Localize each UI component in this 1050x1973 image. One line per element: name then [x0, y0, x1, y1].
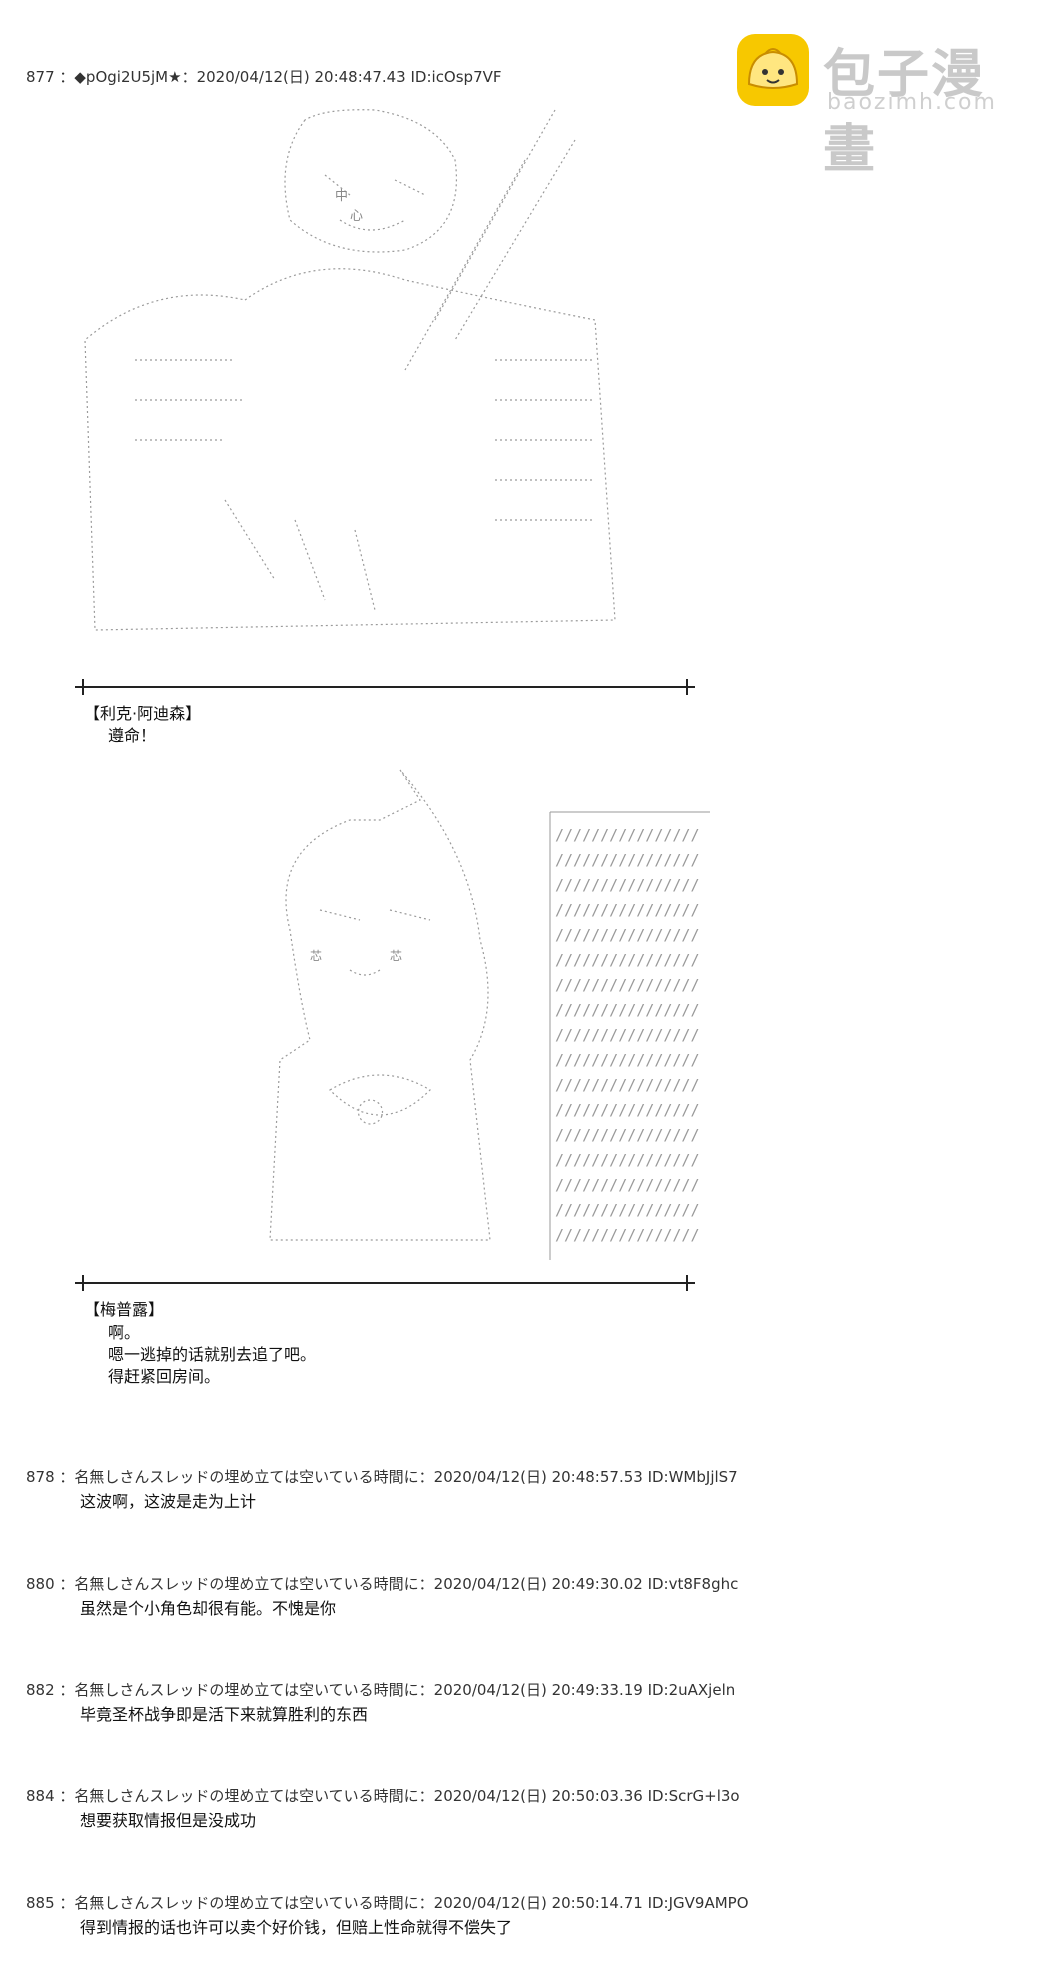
divider-end-cross	[679, 679, 695, 695]
comment-body: 这波啊，这波是走为上计	[80, 1492, 257, 1511]
watermark-url: baozimh.com	[827, 90, 997, 115]
svg-text:心: 心	[350, 209, 363, 224]
dialogue-line: 遵命！	[108, 726, 157, 745]
ascii-art-soldier: 中心	[84, 109, 616, 631]
comment-header: 878 ：名無しさんスレッドの埋め立ては空いている時間に：2020/04/12(…	[26, 1468, 738, 1486]
svg-text:////////////////: ////////////////	[555, 1226, 700, 1244]
divider-end-cross	[679, 1275, 695, 1291]
svg-text:////////////////: ////////////////	[555, 901, 700, 919]
speaker-name: 【利克·阿迪森】	[84, 704, 202, 723]
svg-text:////////////////: ////////////////	[555, 826, 700, 844]
svg-text:////////////////: ////////////////	[555, 1026, 700, 1044]
divider-line	[75, 1282, 695, 1284]
svg-text:////////////////: ////////////////	[555, 1201, 700, 1219]
dialogue-line: 啊。	[108, 1323, 141, 1342]
comment-header: 885 ：名無しさんスレッドの埋め立ては空いている時間に：2020/04/12(…	[26, 1894, 749, 1912]
svg-text:////////////////: ////////////////	[555, 951, 700, 969]
comment-header: 880 ：名無しさんスレッドの埋め立ては空いている時間に：2020/04/12(…	[26, 1575, 739, 1593]
comment-header: 884 ：名無しさんスレッドの埋め立ては空いている時間に：2020/04/12(…	[26, 1787, 740, 1805]
timeline-divider	[75, 679, 695, 695]
comment-body: 想要获取情报但是没成功	[80, 1811, 257, 1830]
svg-text:////////////////: ////////////////	[555, 1076, 700, 1094]
divider-line	[75, 686, 695, 688]
svg-text:////////////////: ////////////////	[555, 1151, 700, 1169]
svg-text:////////////////: ////////////////	[555, 1001, 700, 1019]
divider-start-cross	[75, 1275, 91, 1291]
dialogue-line: 得赶紧回房间。	[108, 1367, 221, 1386]
ascii-art-girl: 芯 芯 //////////////// //////////////// ///…	[269, 769, 710, 1260]
comment-body: 毕竟圣杯战争即是活下来就算胜利的东西	[80, 1705, 369, 1724]
svg-text:////////////////: ////////////////	[555, 1176, 700, 1194]
comment-header: 882 ：名無しさんスレッドの埋め立ては空いている時間に：2020/04/12(…	[26, 1681, 736, 1699]
svg-text:////////////////: ////////////////	[555, 1126, 700, 1144]
post-header: 877 ：◆pOgi2U5jM★：2020/04/12(日) 20:48:47.…	[26, 68, 502, 86]
bun-mascot-icon	[737, 34, 809, 106]
dialogue-line: 嗯一逃掉的话就别去追了吧。	[108, 1345, 317, 1364]
svg-text:////////////////: ////////////////	[555, 926, 700, 944]
svg-text:////////////////: ////////////////	[555, 851, 700, 869]
comment-body: 得到情报的话也许可以卖个好价钱，但赔上性命就得不偿失了	[80, 1918, 513, 1937]
watermark-name: 包子漫畫	[823, 45, 986, 180]
svg-text:中: 中	[335, 189, 348, 204]
svg-text:////////////////: ////////////////	[555, 876, 700, 894]
svg-text:////////////////: ////////////////	[555, 1101, 700, 1119]
svg-text:////////////////: ////////////////	[555, 976, 700, 994]
timeline-divider	[75, 1275, 695, 1291]
svg-text:芯: 芯	[310, 949, 322, 963]
watermark-logo: 包子漫畫 baozimh.com	[735, 30, 1035, 180]
comment-body: 虽然是个小角色却很有能。不愧是你	[80, 1599, 337, 1618]
divider-start-cross	[75, 679, 91, 695]
svg-text:////////////////: ////////////////	[555, 1051, 700, 1069]
svg-text:芯: 芯	[390, 949, 402, 963]
speaker-name: 【梅普露】	[84, 1300, 165, 1319]
